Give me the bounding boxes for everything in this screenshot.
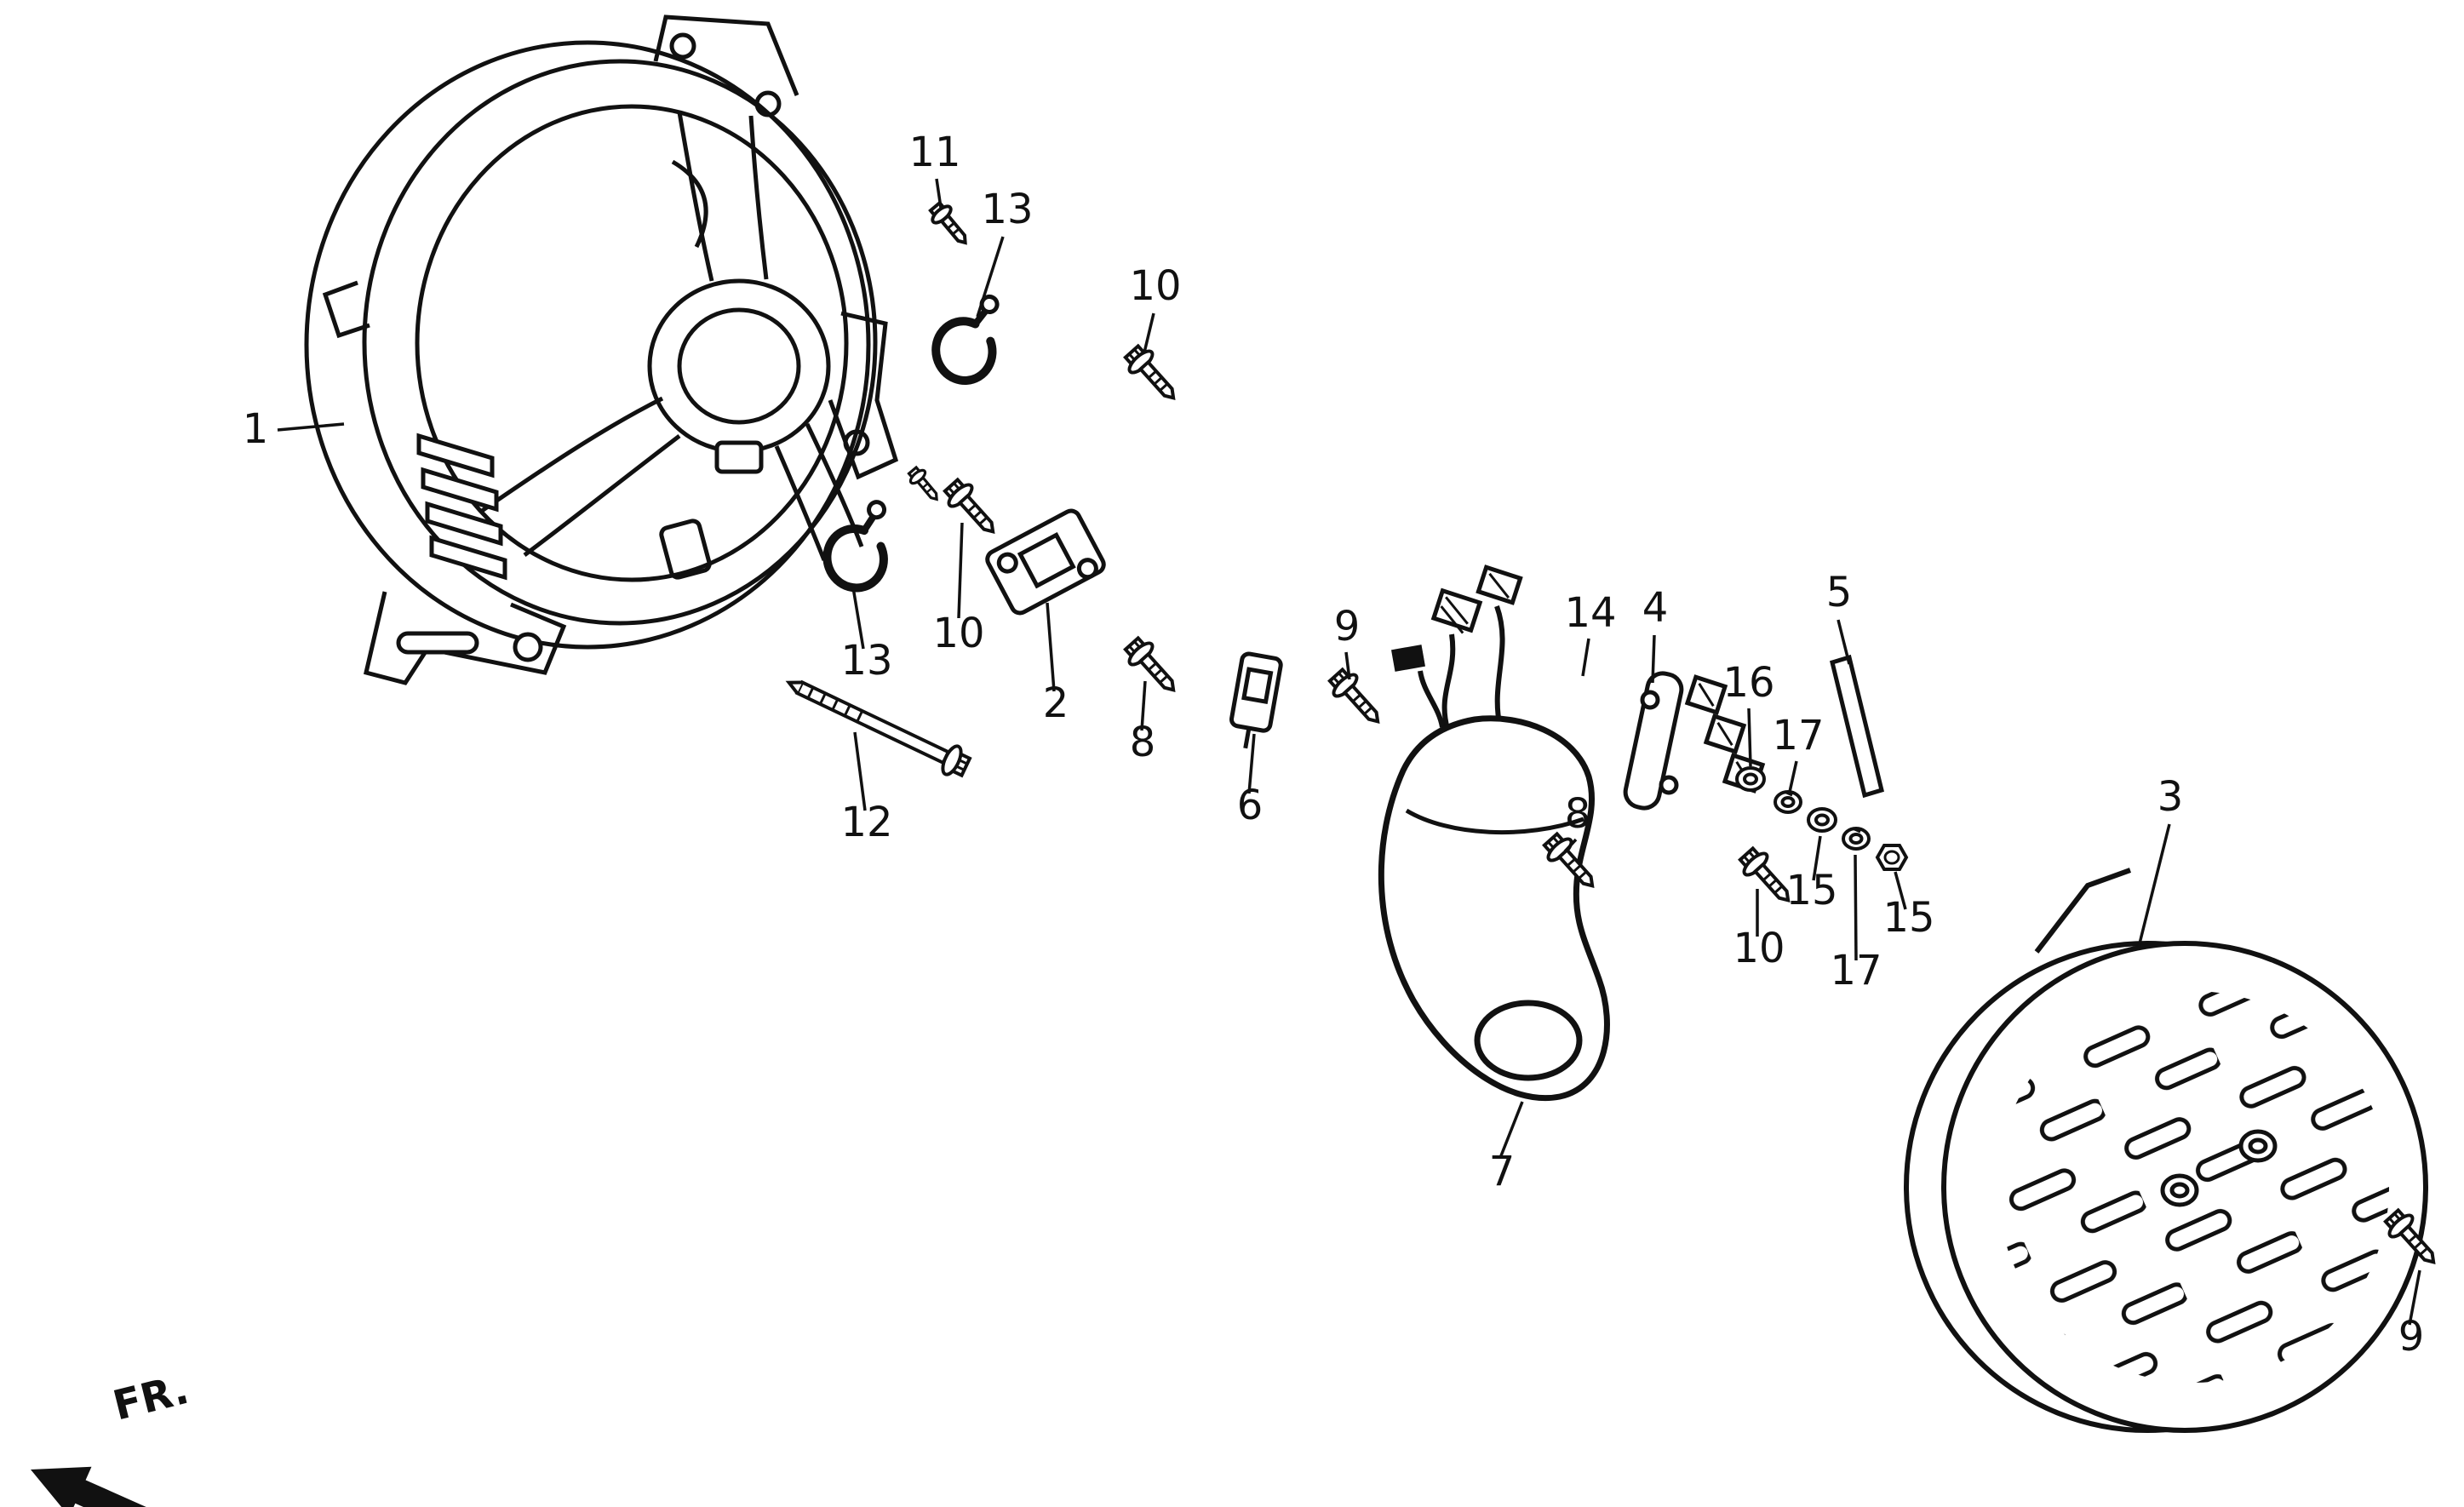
callout-part-13-a: 13 xyxy=(981,186,1033,233)
fan-housing-illustration xyxy=(304,14,899,685)
leader-line xyxy=(957,522,964,619)
leader-line xyxy=(1894,871,1907,910)
callout-part-6: 6 xyxy=(1237,782,1264,829)
leader-line xyxy=(1247,733,1256,794)
bolt-part-9-mid xyxy=(1323,663,1390,733)
housing-center-boss-inner xyxy=(677,307,801,425)
housing-rim-inner-edge xyxy=(362,59,878,626)
callout-part-8-a: 8 xyxy=(1130,719,1156,766)
housing-left-tab xyxy=(322,280,370,339)
leader-line xyxy=(2137,823,2171,948)
callout-part-12: 12 xyxy=(840,799,892,846)
housing-right-bracket xyxy=(828,311,899,480)
front-direction-label: FR. xyxy=(108,1366,193,1430)
bolt-part-12 xyxy=(780,667,974,782)
washer-part-16 xyxy=(1735,766,1766,792)
front-arrow-icon xyxy=(31,1466,153,1507)
fan-cover-part-3 xyxy=(1904,868,2428,1433)
callout-part-17-b: 17 xyxy=(1830,947,1882,994)
front-direction-indicator: FR. xyxy=(31,1366,193,1507)
housing-top-lug xyxy=(653,14,799,117)
clamp-part-13-top xyxy=(925,295,1014,387)
leader-line xyxy=(1747,708,1752,767)
callout-part-17-a: 17 xyxy=(1772,712,1824,759)
callout-part-2: 2 xyxy=(1043,679,1069,727)
cover-part-7 xyxy=(1378,715,1610,1101)
housing-bore xyxy=(415,104,849,582)
leader-line xyxy=(1344,651,1351,680)
bracket-part-2 xyxy=(985,508,1106,616)
leader-line xyxy=(1143,312,1155,353)
callout-part-10-c: 10 xyxy=(1733,925,1785,972)
leader-line xyxy=(1788,760,1798,793)
housing-outer-rim xyxy=(304,40,871,650)
nut-part-15-b xyxy=(1876,844,1908,871)
callout-part-16: 16 xyxy=(1722,659,1774,707)
leader-line xyxy=(1837,619,1851,665)
leader-line xyxy=(851,587,865,650)
leader-line xyxy=(853,731,867,811)
bolt-part-8-left xyxy=(1119,632,1186,702)
leader-line xyxy=(2408,1269,2421,1326)
switch-part-6 xyxy=(1229,651,1283,749)
housing-mounting-feet xyxy=(364,591,567,685)
clamp-part-13-lower xyxy=(813,500,907,596)
bolt-part-10-top xyxy=(1119,340,1186,410)
leader-line xyxy=(935,178,943,209)
screw-small-detail xyxy=(904,463,945,507)
leader-line xyxy=(277,422,345,432)
callout-part-10-a: 10 xyxy=(1129,262,1181,310)
fan-cover-notch xyxy=(2034,868,2132,954)
leader-line xyxy=(1140,680,1147,731)
callout-part-11: 11 xyxy=(908,129,960,176)
callout-part-14: 14 xyxy=(1564,589,1616,637)
washer-part-15-a xyxy=(1807,807,1837,833)
screw-part-11 xyxy=(925,198,976,252)
plate-part-4 xyxy=(1623,671,1684,811)
callout-part-7: 7 xyxy=(1489,1148,1516,1195)
bolt-part-10-mid xyxy=(938,473,1006,543)
callout-part-13-b: 13 xyxy=(840,637,892,685)
spring-washer-part-17-b xyxy=(1842,827,1871,851)
callout-part-10-b: 10 xyxy=(932,610,984,657)
seal-strip-part-5 xyxy=(1830,654,1884,799)
callout-part-1: 1 xyxy=(243,405,269,453)
leader-line xyxy=(1498,1101,1524,1159)
callout-part-3: 3 xyxy=(2157,773,2184,821)
callout-part-5: 5 xyxy=(1826,569,1853,616)
callout-part-9-a: 9 xyxy=(1334,603,1361,650)
callout-part-8-b: 8 xyxy=(1565,790,1591,838)
leader-line xyxy=(976,236,1005,318)
leader-line xyxy=(1651,634,1656,684)
callout-part-15-a: 15 xyxy=(1785,867,1837,914)
wire-connectors-part-7 xyxy=(1391,564,1523,730)
housing-inner-plate xyxy=(659,519,712,580)
housing-louvers xyxy=(416,433,507,581)
leader-line xyxy=(1563,838,1578,853)
leader-line xyxy=(1581,638,1590,677)
housing-spokes xyxy=(480,112,864,561)
callout-part-9-b: 9 xyxy=(2398,1313,2425,1361)
spring-washer-part-17-a xyxy=(1774,790,1802,814)
housing-center-boss-outer xyxy=(647,278,831,454)
callout-part-15-b: 15 xyxy=(1882,894,1934,942)
callout-part-4: 4 xyxy=(1642,584,1669,632)
housing-boss-mount xyxy=(714,440,764,474)
leader-line xyxy=(1812,835,1822,881)
fan-cover-bolt-bosses xyxy=(2160,1129,2278,1207)
leader-line xyxy=(1046,602,1056,692)
leader-line xyxy=(1854,854,1858,961)
leader-lines xyxy=(277,178,2421,1326)
part-callouts: 1 11 13 10 13 10 2 8 12 6 9 14 4 5 16 17… xyxy=(243,129,2425,1361)
